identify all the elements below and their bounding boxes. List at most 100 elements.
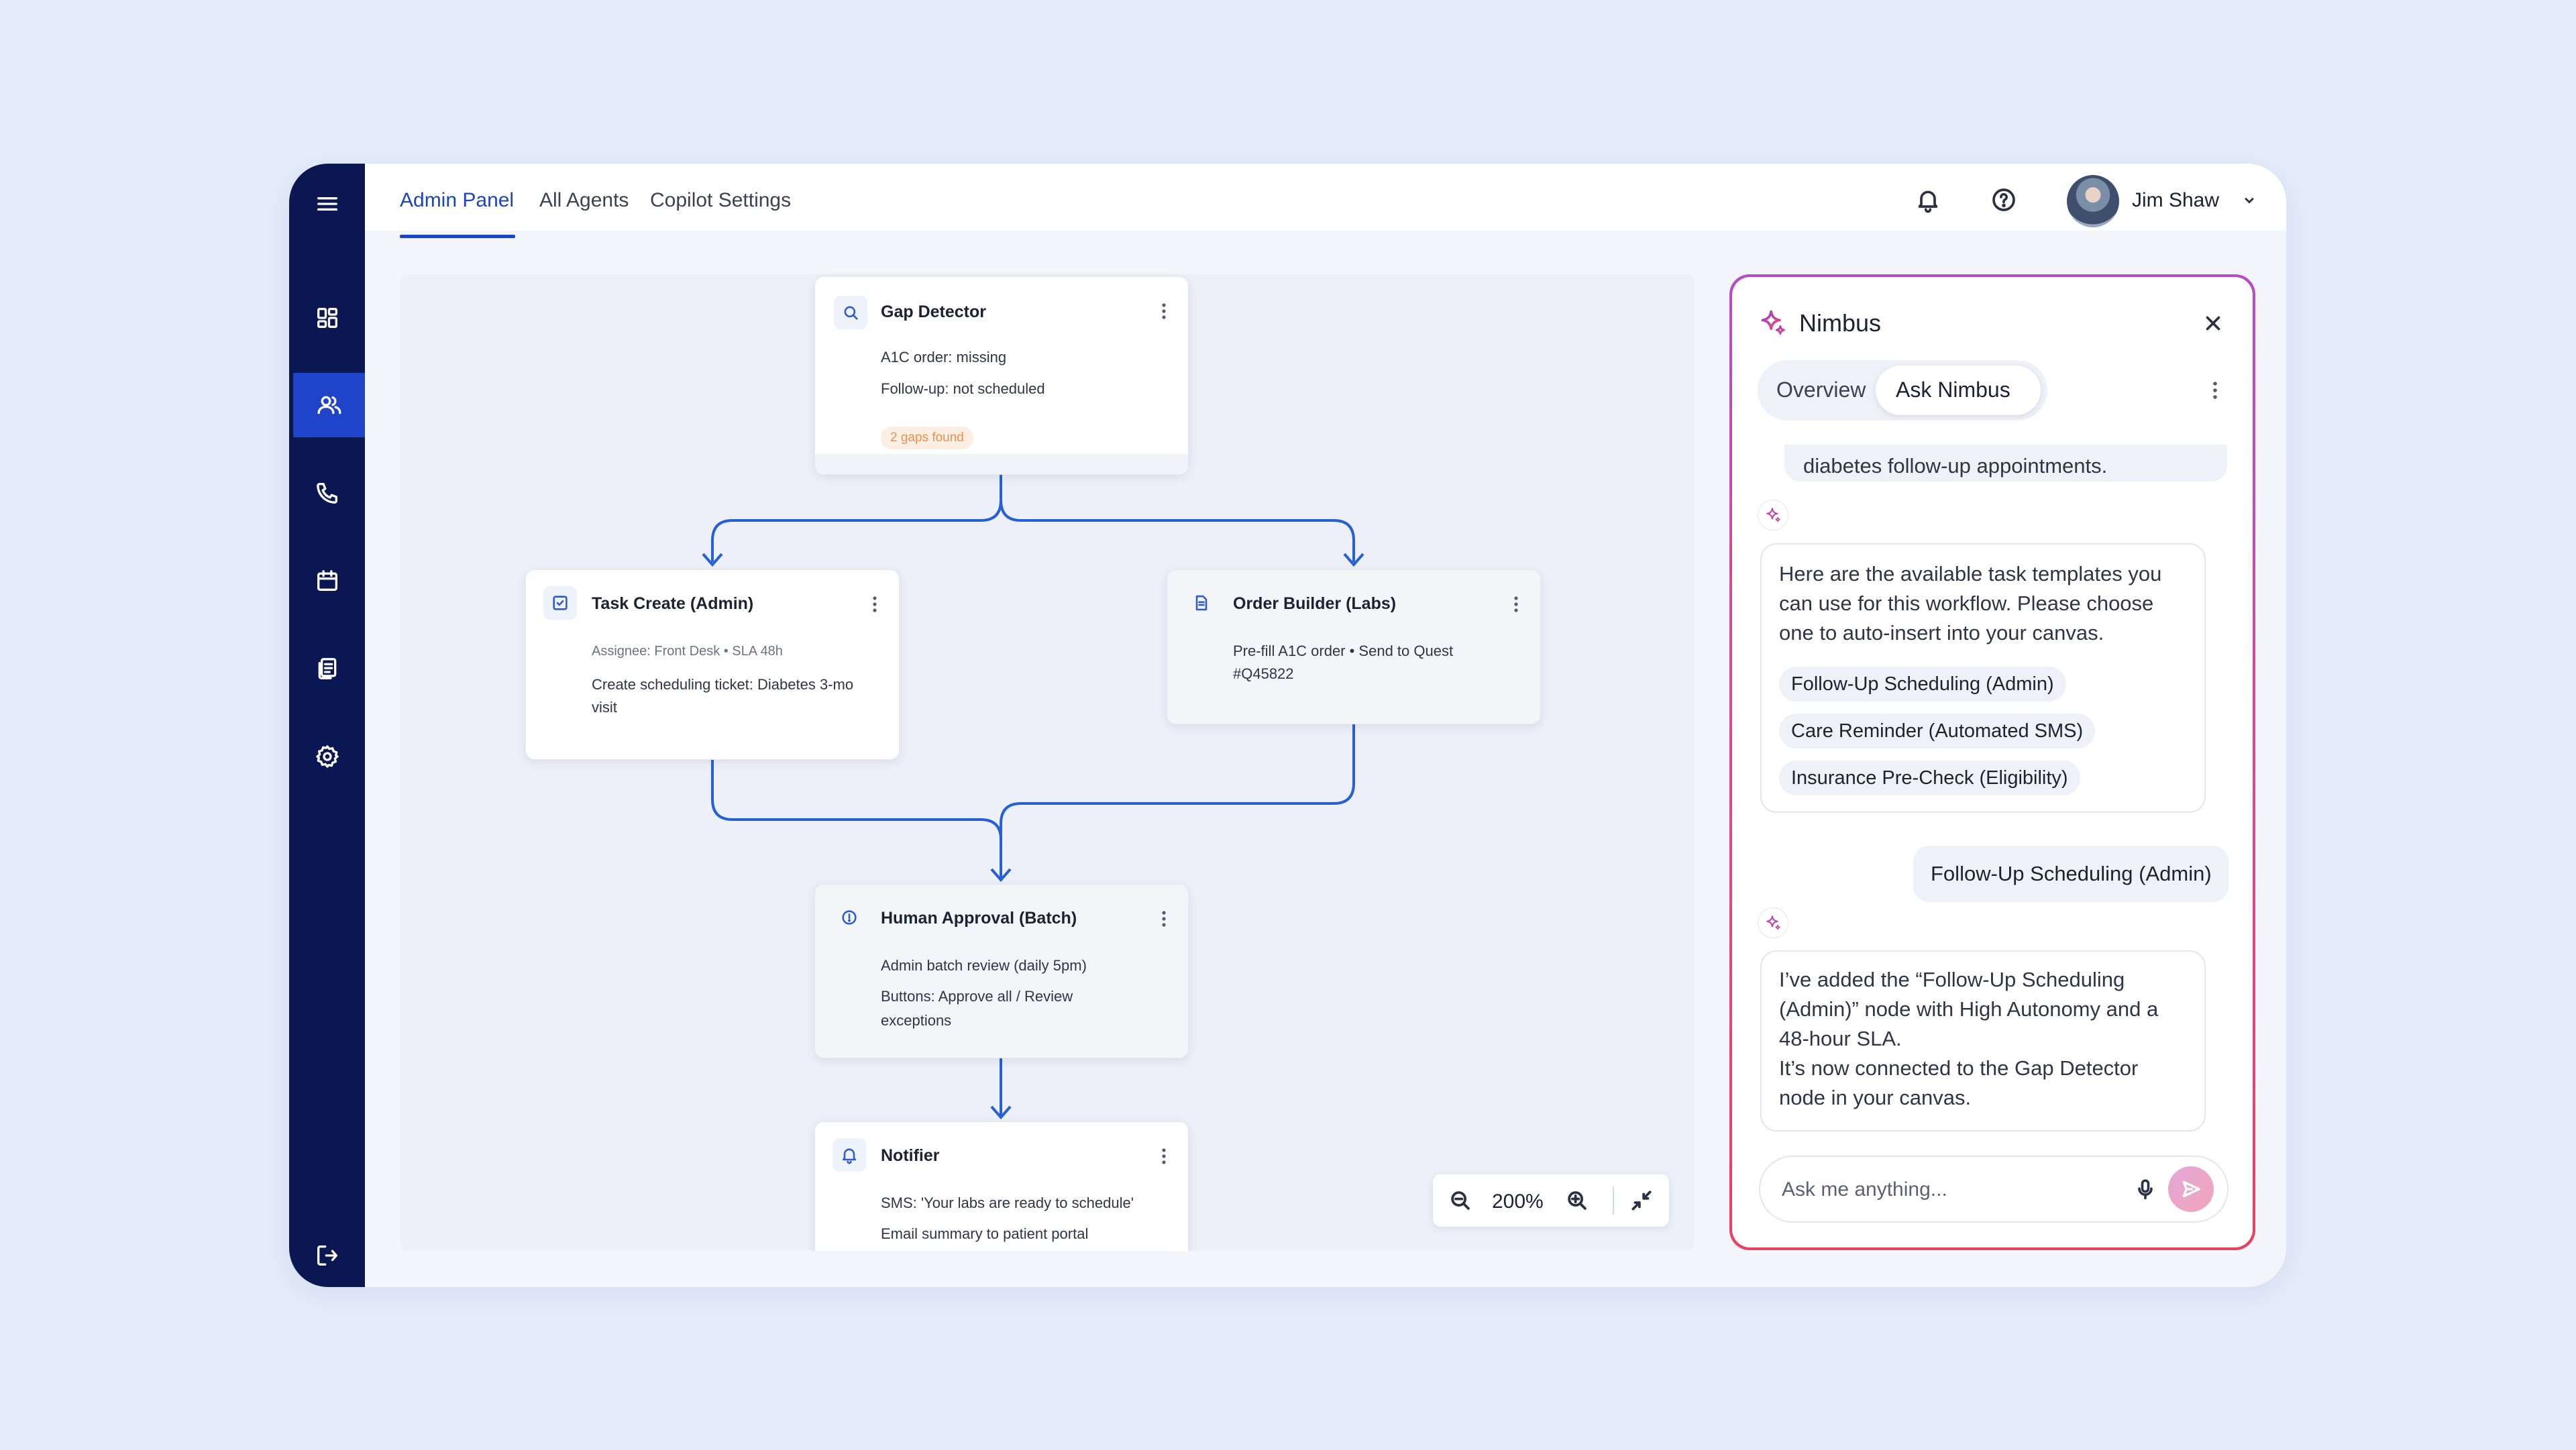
node-line: #Q45822	[1233, 665, 1294, 682]
zoom-in-icon	[1568, 1191, 1587, 1210]
sidebar	[289, 164, 365, 1287]
bell-icon	[1918, 190, 1938, 213]
menu-button[interactable]	[289, 172, 365, 236]
send-icon	[2182, 1180, 2200, 1198]
message-line: can use for this workflow. Please choose	[1779, 592, 2154, 615]
panel-tabs: Overview Ask Nimbus	[1758, 360, 2047, 421]
node-task-create[interactable]: Task Create (Admin) Assignee: Front Desk…	[525, 569, 900, 760]
message-text: diabetes follow-up appointments.	[1803, 454, 2108, 478]
help-icon	[1992, 188, 2015, 211]
template-chip-insurance[interactable]: Insurance Pre-Check (Eligibility)	[1779, 761, 2080, 795]
assistant-message: Here are the available task templates yo…	[1760, 543, 2206, 813]
close-button[interactable]	[2202, 312, 2224, 335]
node-line: Email summary to patient portal	[881, 1225, 1089, 1242]
message-line: one to auto-insert into your canvas.	[1779, 621, 2104, 645]
node-line: exceptions	[881, 1012, 952, 1029]
sidebar-item-dashboard[interactable]	[289, 286, 365, 350]
chat-input[interactable]	[1780, 1172, 2132, 1208]
node-menu-button[interactable]	[1160, 1146, 1168, 1166]
top-bar: Admin Panel All Agents Copilot Settings …	[365, 164, 2286, 238]
documents-icon	[318, 658, 336, 679]
help-button[interactable]	[1990, 186, 2017, 213]
document-icon	[1195, 595, 1208, 611]
node-notifier[interactable]: Notifier SMS: 'Your labs are ready to sc…	[814, 1121, 1189, 1251]
task-check-icon	[553, 596, 568, 610]
bell-icon	[842, 1148, 857, 1164]
dashboard-icon	[317, 308, 337, 328]
node-title: Human Approval (Batch)	[881, 909, 1077, 928]
node-line: Admin batch review (daily 5pm)	[881, 957, 1087, 974]
sidebar-item-agents[interactable]	[293, 373, 365, 437]
sidebar-item-documents[interactable]	[289, 636, 365, 701]
sparkle-icon	[1766, 508, 1780, 522]
chat-thread[interactable]: diabetes follow-up appointments. Here ar…	[1732, 445, 2253, 1223]
minimize-icon	[1631, 1190, 1652, 1211]
tab-copilot-settings[interactable]: Copilot Settings	[650, 189, 792, 211]
chevron-down-icon	[2245, 197, 2254, 204]
node-menu-button[interactable]	[1160, 301, 1168, 321]
logout-icon	[317, 1245, 337, 1266]
node-footer	[815, 454, 1188, 474]
message-line: node in your canvas.	[1779, 1086, 1972, 1109]
sidebar-item-calls[interactable]	[289, 461, 365, 525]
active-tab-indicator	[400, 235, 515, 238]
more-vertical-icon	[1162, 1148, 1166, 1164]
node-line: visit	[592, 699, 617, 716]
zoom-out-icon	[1451, 1191, 1470, 1210]
assistant-avatar	[1758, 500, 1788, 531]
node-menu-button[interactable]	[871, 594, 879, 614]
zoom-out-button[interactable]	[1448, 1188, 1473, 1213]
tab-admin-panel[interactable]: Admin Panel	[400, 189, 515, 211]
notifications-button[interactable]	[1915, 186, 1941, 213]
calendar-icon	[317, 570, 337, 591]
tab-ask-nimbus[interactable]: Ask Nimbus	[1896, 378, 2010, 402]
tab-all-agents[interactable]: All Agents	[539, 189, 629, 211]
active-tab-pill	[1876, 366, 2041, 415]
user-name[interactable]: Jim Shaw	[2132, 189, 2220, 211]
zoom-in-button[interactable]	[1564, 1188, 1590, 1213]
template-chip-care-reminder[interactable]: Care Reminder (Automated SMS)	[1779, 714, 2096, 748]
divider	[1613, 1186, 1614, 1215]
template-chip-follow-up[interactable]: Follow-Up Scheduling (Admin)	[1779, 667, 2066, 702]
menu-icon	[317, 197, 337, 211]
collapse-button[interactable]	[1629, 1188, 1654, 1213]
node-gap-detector[interactable]: Gap Detector A1C order: missing Follow-u…	[814, 276, 1189, 475]
more-vertical-icon	[1514, 596, 1518, 612]
message-line: 48-hour SLA.	[1779, 1027, 1902, 1050]
avatar[interactable]	[2067, 175, 2119, 227]
node-icon-wrap	[833, 1138, 866, 1172]
close-icon	[2206, 316, 2220, 331]
node-line: Pre-fill A1C order • Send to Quest	[1233, 643, 1454, 659]
node-meta: Assignee: Front Desk • SLA 48h	[592, 644, 783, 659]
search-icon	[844, 306, 858, 320]
sidebar-item-settings[interactable]	[289, 724, 365, 789]
panel-title: Nimbus	[1799, 309, 1882, 337]
sidebar-item-calendar[interactable]	[289, 549, 365, 613]
more-vertical-icon	[2213, 382, 2217, 399]
node-menu-button[interactable]	[1160, 909, 1168, 929]
voice-input-button[interactable]	[2133, 1177, 2157, 1201]
node-menu-button[interactable]	[1512, 594, 1520, 614]
node-order-builder[interactable]: Order Builder (Labs) Pre-fill A1C order …	[1167, 569, 1541, 724]
user-menu-toggle[interactable]	[2240, 190, 2259, 209]
node-icon-wrap	[833, 901, 866, 934]
node-icon-wrap	[1185, 586, 1218, 620]
more-vertical-icon	[873, 596, 877, 612]
sparkle-icon	[1766, 915, 1780, 930]
assistant-message: I’ve added the “Follow-Up Scheduling (Ad…	[1760, 950, 2206, 1131]
nimbus-panel-inner: Nimbus Overview Ask Nimbus diabetes foll…	[1732, 277, 2253, 1247]
node-human-approval[interactable]: Human Approval (Batch) Admin batch revie…	[814, 884, 1189, 1058]
nimbus-logo-icon	[1758, 308, 1787, 337]
node-title: Gap Detector	[881, 302, 986, 321]
panel-menu-button[interactable]	[2211, 379, 2219, 402]
info-icon	[842, 910, 857, 925]
node-icon-wrap	[543, 586, 577, 620]
node-title: Notifier	[881, 1146, 940, 1165]
chat-input-bar	[1759, 1156, 2229, 1223]
send-button[interactable]	[2168, 1166, 2214, 1212]
node-title: Order Builder (Labs)	[1233, 594, 1397, 613]
logout-button[interactable]	[289, 1223, 365, 1287]
tab-overview[interactable]: Overview	[1776, 378, 1866, 402]
user-message: diabetes follow-up appointments.	[1784, 445, 2227, 482]
settings-icon	[315, 745, 339, 768]
